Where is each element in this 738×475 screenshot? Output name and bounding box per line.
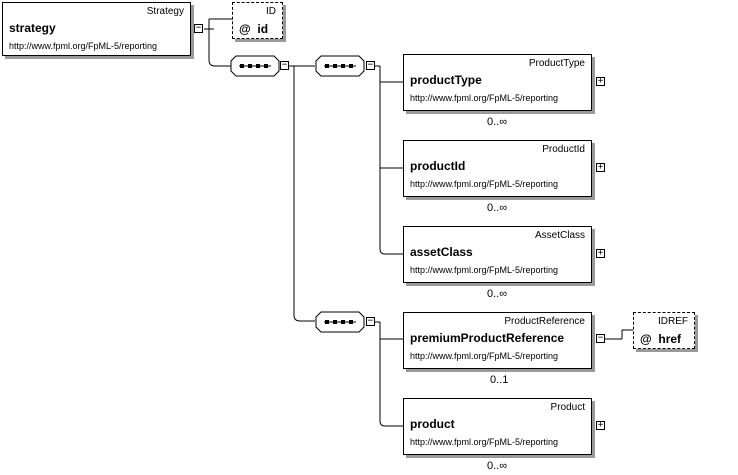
strategy-collapse-toggle[interactable]: − — [194, 23, 203, 33]
productid-expand-toggle[interactable]: + — [596, 162, 605, 172]
element-name: productId — [410, 159, 466, 173]
element-type-label: ProductId — [542, 144, 585, 155]
sequence-compositor-icon[interactable] — [315, 311, 365, 333]
attribute-name: @ id — [239, 22, 269, 36]
element-type-label: Strategy — [146, 6, 184, 17]
id-attribute-box[interactable]: ID @ id — [232, 2, 283, 39]
product-element-box[interactable]: Product product http://www.fpml.org/FpML… — [403, 398, 592, 455]
element-name: assetClass — [410, 245, 473, 259]
element-type-label: Product — [550, 402, 585, 413]
attribute-type-label: IDREF — [658, 316, 688, 327]
sequence-compositor-icon[interactable] — [315, 55, 365, 77]
assetclass-element-box[interactable]: AssetClass assetClass http://www.fpml.or… — [403, 226, 592, 283]
productid-element-box[interactable]: ProductId productId http://www.fpml.org/… — [403, 140, 592, 197]
premiumproductreference-collapse-toggle[interactable]: − — [596, 333, 605, 343]
sequence-compositor-icon[interactable] — [230, 55, 280, 77]
element-namespace: http://www.fpml.org/FpML-5/reporting — [410, 179, 559, 189]
element-namespace: http://www.fpml.org/FpML-5/reporting — [410, 265, 559, 275]
element-name: premiumProductReference — [410, 331, 565, 345]
element-name: strategy — [9, 21, 56, 35]
attribute-type-label: ID — [266, 6, 276, 17]
producttype-expand-toggle[interactable]: + — [596, 76, 605, 86]
cardinality-label: 0..∞ — [487, 288, 508, 300]
element-name: product — [410, 417, 455, 431]
strategy-element-box[interactable]: Strategy strategy http://www.fpml.org/Fp… — [2, 2, 191, 56]
href-attribute-box[interactable]: IDREF @ href — [633, 312, 695, 349]
producttype-element-box[interactable]: ProductType productType http://www.fpml.… — [403, 54, 592, 111]
sequence-collapse-toggle[interactable]: − — [366, 316, 375, 326]
element-namespace: http://www.fpml.org/FpML-5/reporting — [410, 437, 559, 447]
sequence-collapse-toggle[interactable]: − — [366, 60, 375, 70]
element-namespace: http://www.fpml.org/FpML-5/reporting — [410, 93, 559, 103]
element-name: productType — [410, 73, 482, 87]
assetclass-expand-toggle[interactable]: + — [596, 248, 605, 258]
sequence-collapse-toggle[interactable]: − — [280, 60, 289, 70]
premiumproductreference-element-box[interactable]: ProductReference premiumProductReference… — [403, 312, 592, 369]
element-namespace: http://www.fpml.org/FpML-5/reporting — [410, 351, 559, 361]
element-type-label: ProductType — [528, 58, 585, 69]
attribute-name: @ href — [640, 332, 682, 346]
element-namespace: http://www.fpml.org/FpML-5/reporting — [9, 41, 158, 51]
cardinality-label: 0..∞ — [487, 460, 508, 472]
cardinality-label: 0..1 — [490, 374, 509, 386]
product-expand-toggle[interactable]: + — [596, 420, 605, 430]
cardinality-label: 0..∞ — [487, 202, 508, 214]
element-type-label: AssetClass — [534, 230, 585, 241]
cardinality-label: 0..∞ — [487, 116, 508, 128]
element-type-label: ProductReference — [504, 316, 585, 327]
